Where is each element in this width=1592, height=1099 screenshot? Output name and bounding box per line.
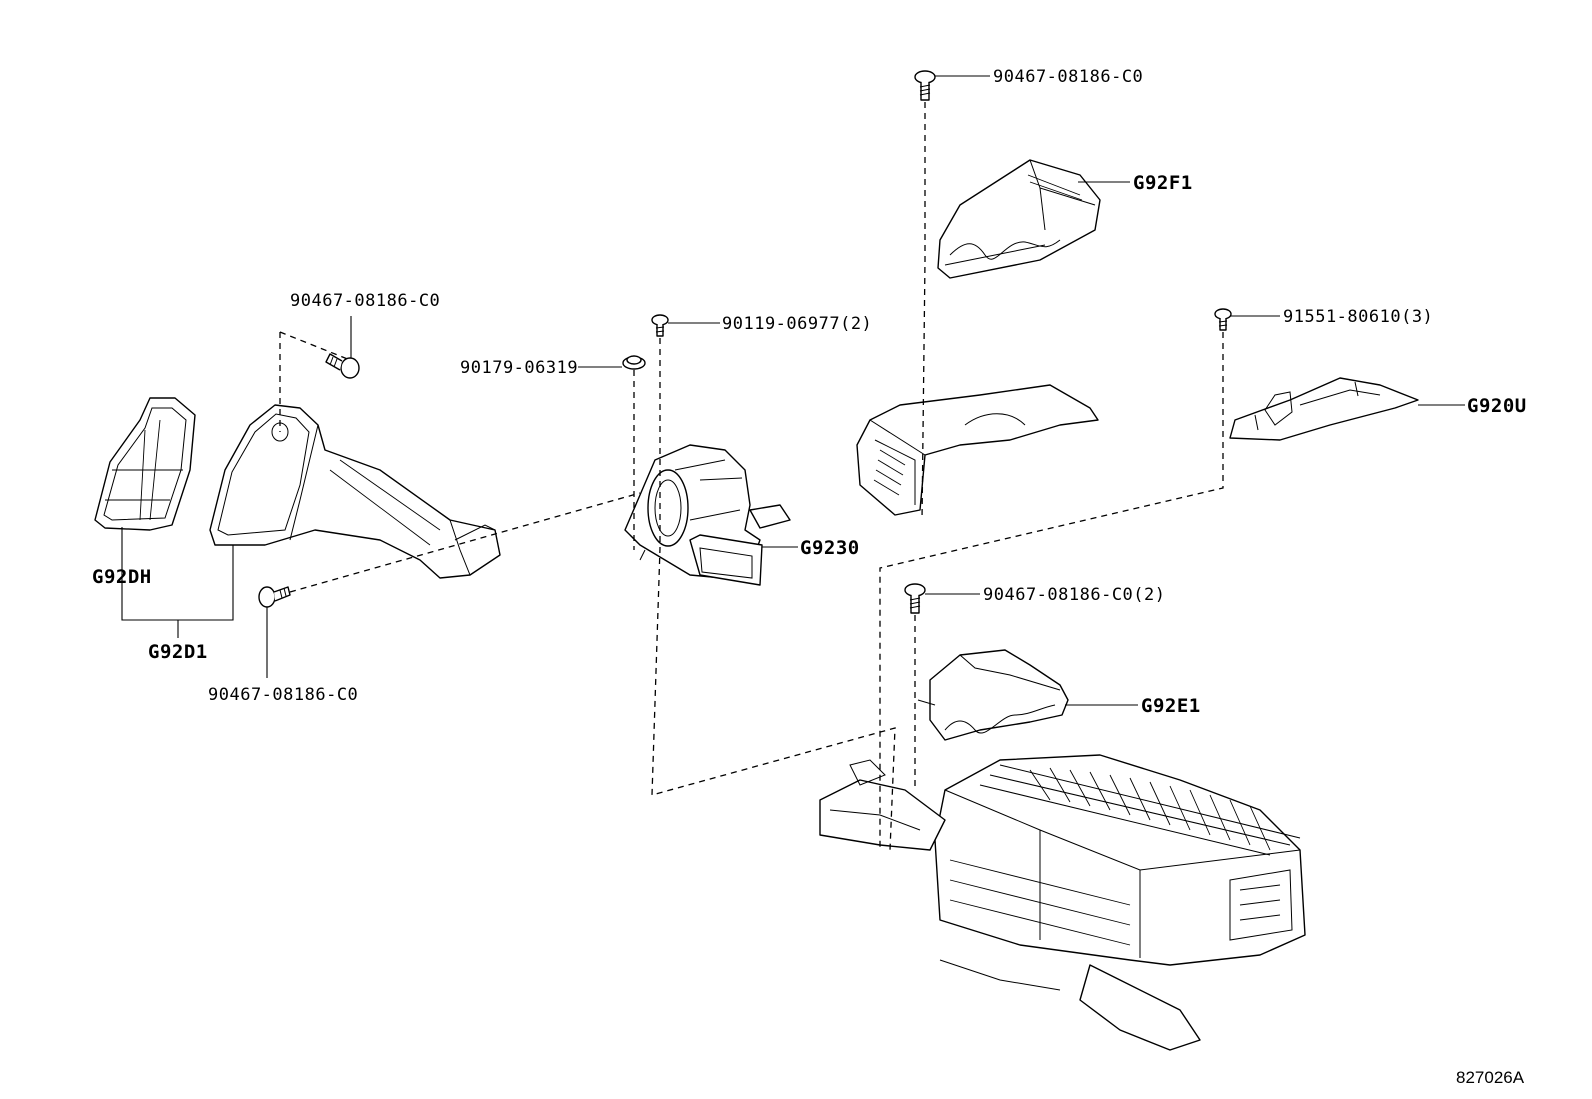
clip-icon[interactable]: [1214, 308, 1232, 331]
tray-bracket[interactable]: [856, 384, 1099, 516]
duct-g92d1[interactable]: [209, 404, 501, 579]
bolt-icon[interactable]: [258, 586, 291, 608]
cover-g92dh[interactable]: [94, 397, 196, 531]
label-g92e1: G92E1: [1141, 695, 1201, 717]
figure-id: 827026A: [1456, 1068, 1525, 1087]
bracket-g920u[interactable]: [1229, 377, 1419, 441]
label-g92dh: G92DH: [92, 566, 152, 588]
callout-labels: 90467-08186-C0 G92F1 90467-08186-C0 9011…: [92, 67, 1527, 1087]
bolt-icon[interactable]: [914, 70, 936, 101]
screw-icon[interactable]: [651, 314, 669, 337]
label-g920u: G920U: [1467, 395, 1527, 417]
leader-lines: [121, 75, 1465, 706]
label-nut-90179: 90179-06319: [460, 358, 578, 378]
nut-icon[interactable]: [622, 355, 646, 370]
label-g92d1: G92D1: [148, 641, 208, 663]
bolt-icon[interactable]: [904, 583, 926, 614]
label-g9230: G9230: [800, 537, 860, 559]
label-bolt-mid-2: 90467-08186-C0(2): [983, 585, 1166, 605]
dashed-guides: [279, 102, 1224, 851]
duct-g92f1[interactable]: [937, 159, 1101, 279]
label-bolt-left-top: 90467-08186-C0: [290, 291, 440, 311]
label-g92f1: G92F1: [1133, 172, 1193, 194]
battery-assembly: [819, 754, 1306, 1051]
bolt-icon[interactable]: [325, 353, 360, 379]
label-screw-90119: 90119-06977(2): [722, 314, 872, 334]
label-clip-91551: 91551-80610(3): [1283, 307, 1433, 327]
duct-g92e1[interactable]: [917, 649, 1069, 741]
label-bolt-left-bottom: 90467-08186-C0: [208, 685, 358, 705]
blower-g9230[interactable]: [624, 444, 791, 586]
label-bolt-top: 90467-08186-C0: [993, 67, 1143, 87]
